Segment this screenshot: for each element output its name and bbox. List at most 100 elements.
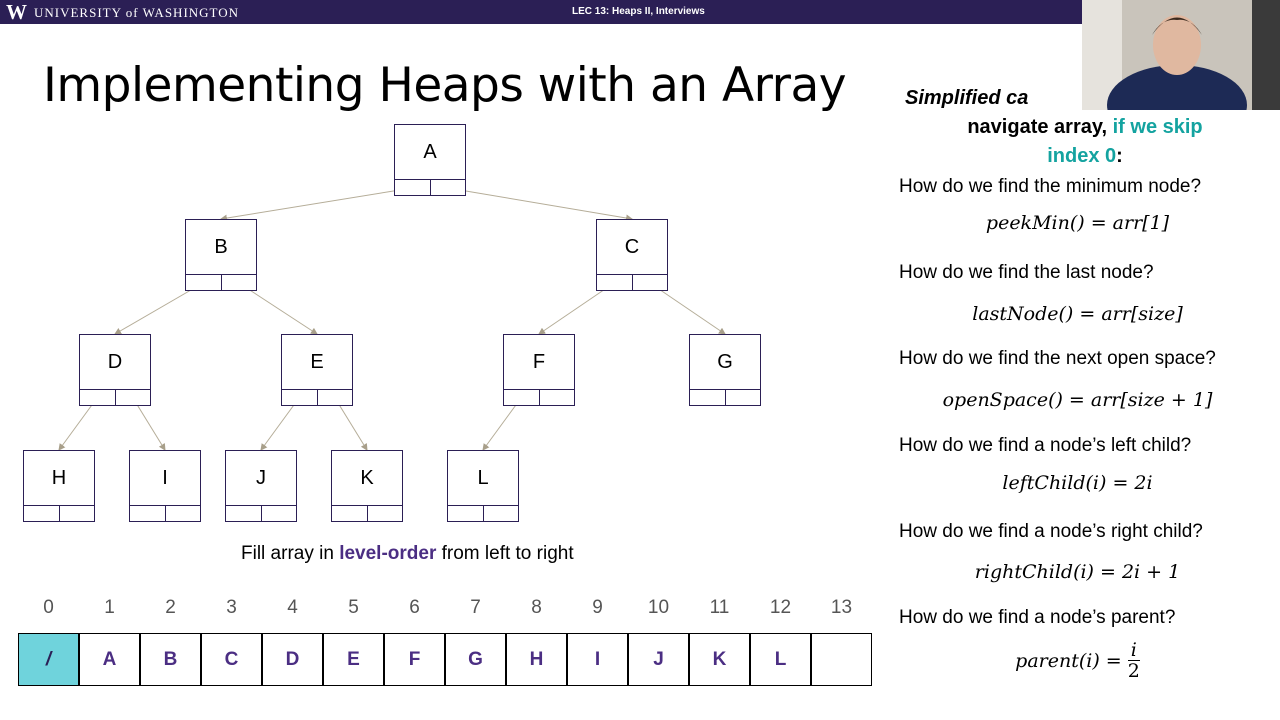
heap-node: C xyxy=(596,219,668,291)
child-pointers xyxy=(597,274,667,290)
intro-italic: Simplified ca xyxy=(905,87,1029,109)
formula: lastNode() = arr[size] xyxy=(972,303,1183,325)
array-index: 11 xyxy=(709,597,730,618)
array-index: 4 xyxy=(287,597,298,618)
node-label: J xyxy=(256,467,266,489)
array-index: 7 xyxy=(470,597,481,618)
slide-header: W UNIVERSITY of WASHINGTON LEC 13: Heaps… xyxy=(0,0,1280,24)
presenter-video xyxy=(1082,0,1280,110)
formula: openSpace() = arr[size + 1] xyxy=(942,389,1213,411)
intro-colon: : xyxy=(1116,145,1123,167)
array-cell: I xyxy=(567,633,628,686)
edge xyxy=(58,397,98,451)
array-cell: C xyxy=(201,633,262,686)
caption-text: Fill array in xyxy=(241,543,340,564)
heap-node: D xyxy=(79,334,151,406)
array-index: 1 xyxy=(104,597,115,618)
tree-edges xyxy=(58,187,726,451)
child-pointers xyxy=(24,505,94,521)
question: How do we find a node’s parent? xyxy=(899,607,1176,628)
array-index: 2 xyxy=(165,597,176,618)
intro-text: navigate array, if we skip index 0: xyxy=(940,113,1230,171)
node-label: H xyxy=(51,467,67,489)
array-index: 5 xyxy=(348,597,359,618)
child-pointers xyxy=(332,505,402,521)
node-label: F xyxy=(532,351,546,373)
heap-node: E xyxy=(281,334,353,406)
question: How do we find the minimum node? xyxy=(899,176,1202,197)
child-pointers xyxy=(186,274,256,290)
intro-line: navigate array, xyxy=(967,116,1113,138)
university-name: UNIVERSITY of WASHINGTON xyxy=(34,5,240,20)
heap-node: I xyxy=(129,450,201,522)
array-index: 8 xyxy=(531,597,542,618)
array-index: 0 xyxy=(43,597,54,618)
edge xyxy=(114,282,204,335)
array-cell: J xyxy=(628,633,689,686)
node-label: G xyxy=(717,351,733,373)
array-cell xyxy=(811,633,872,686)
array-index: 3 xyxy=(226,597,237,618)
edge xyxy=(649,282,726,335)
edge xyxy=(132,397,166,451)
fill-caption: Fill array in level-order from left to r… xyxy=(241,543,574,565)
child-pointers xyxy=(448,505,518,521)
edge xyxy=(538,282,615,335)
caption-text: from left to right xyxy=(436,543,574,564)
child-pointers xyxy=(226,505,296,521)
level-order-highlight: level-order xyxy=(339,543,437,564)
formula-lhs: parent(i) = xyxy=(1015,649,1122,672)
edge xyxy=(220,187,413,222)
array-index: 10 xyxy=(647,597,670,618)
heap-node: B xyxy=(185,219,257,291)
child-pointers xyxy=(282,389,352,405)
numerator: i xyxy=(1127,640,1140,661)
uw-logo: W xyxy=(6,0,27,24)
heap-node: F xyxy=(503,334,575,406)
child-pointers xyxy=(690,389,760,405)
node-label: K xyxy=(360,467,374,489)
array-index: 9 xyxy=(592,597,603,618)
child-pointers xyxy=(80,389,150,405)
heap-node: L xyxy=(447,450,519,522)
denominator: 2 xyxy=(1127,660,1140,682)
array-cell: K xyxy=(689,633,750,686)
webcam-overlay xyxy=(1082,0,1280,110)
array-index: 13 xyxy=(830,597,853,618)
array-cell: / xyxy=(18,633,79,686)
question: How do we find the last node? xyxy=(899,262,1154,283)
node-label: A xyxy=(423,141,437,163)
edge xyxy=(447,187,633,222)
node-label: L xyxy=(477,467,489,489)
array-cell: G xyxy=(445,633,506,686)
node-label: B xyxy=(214,236,228,258)
array-cell: B xyxy=(140,633,201,686)
heap-node: K xyxy=(331,450,403,522)
formula: leftChild(i) = 2i xyxy=(1002,472,1153,494)
formula: rightChild(i) = 2i + 1 xyxy=(974,561,1181,583)
heap-node: H xyxy=(23,450,95,522)
heap-node: A xyxy=(394,124,466,196)
skip-index-highlight: if we skip index 0 xyxy=(1047,116,1203,167)
array-cell: H xyxy=(506,633,567,686)
edge xyxy=(482,397,522,451)
array-cell: A xyxy=(79,633,140,686)
array-cell: L xyxy=(750,633,811,686)
lecture-title: LEC 13: Heaps II, Interviews xyxy=(572,6,705,17)
slide-title: Implementing Heaps with an Array xyxy=(43,58,847,113)
array-cell: D xyxy=(262,633,323,686)
node-label: D xyxy=(107,351,123,373)
question: How do we find a node’s right child? xyxy=(899,521,1203,542)
heap-node: G xyxy=(689,334,761,406)
heap-node: J xyxy=(225,450,297,522)
node-label: I xyxy=(162,467,168,489)
array-cell: E xyxy=(323,633,384,686)
child-pointers xyxy=(504,389,574,405)
question: How do we find a node’s left child? xyxy=(899,435,1192,456)
array-cell: F xyxy=(384,633,445,686)
array-index: 12 xyxy=(769,597,792,618)
node-label: C xyxy=(624,236,640,258)
edge xyxy=(334,397,368,451)
